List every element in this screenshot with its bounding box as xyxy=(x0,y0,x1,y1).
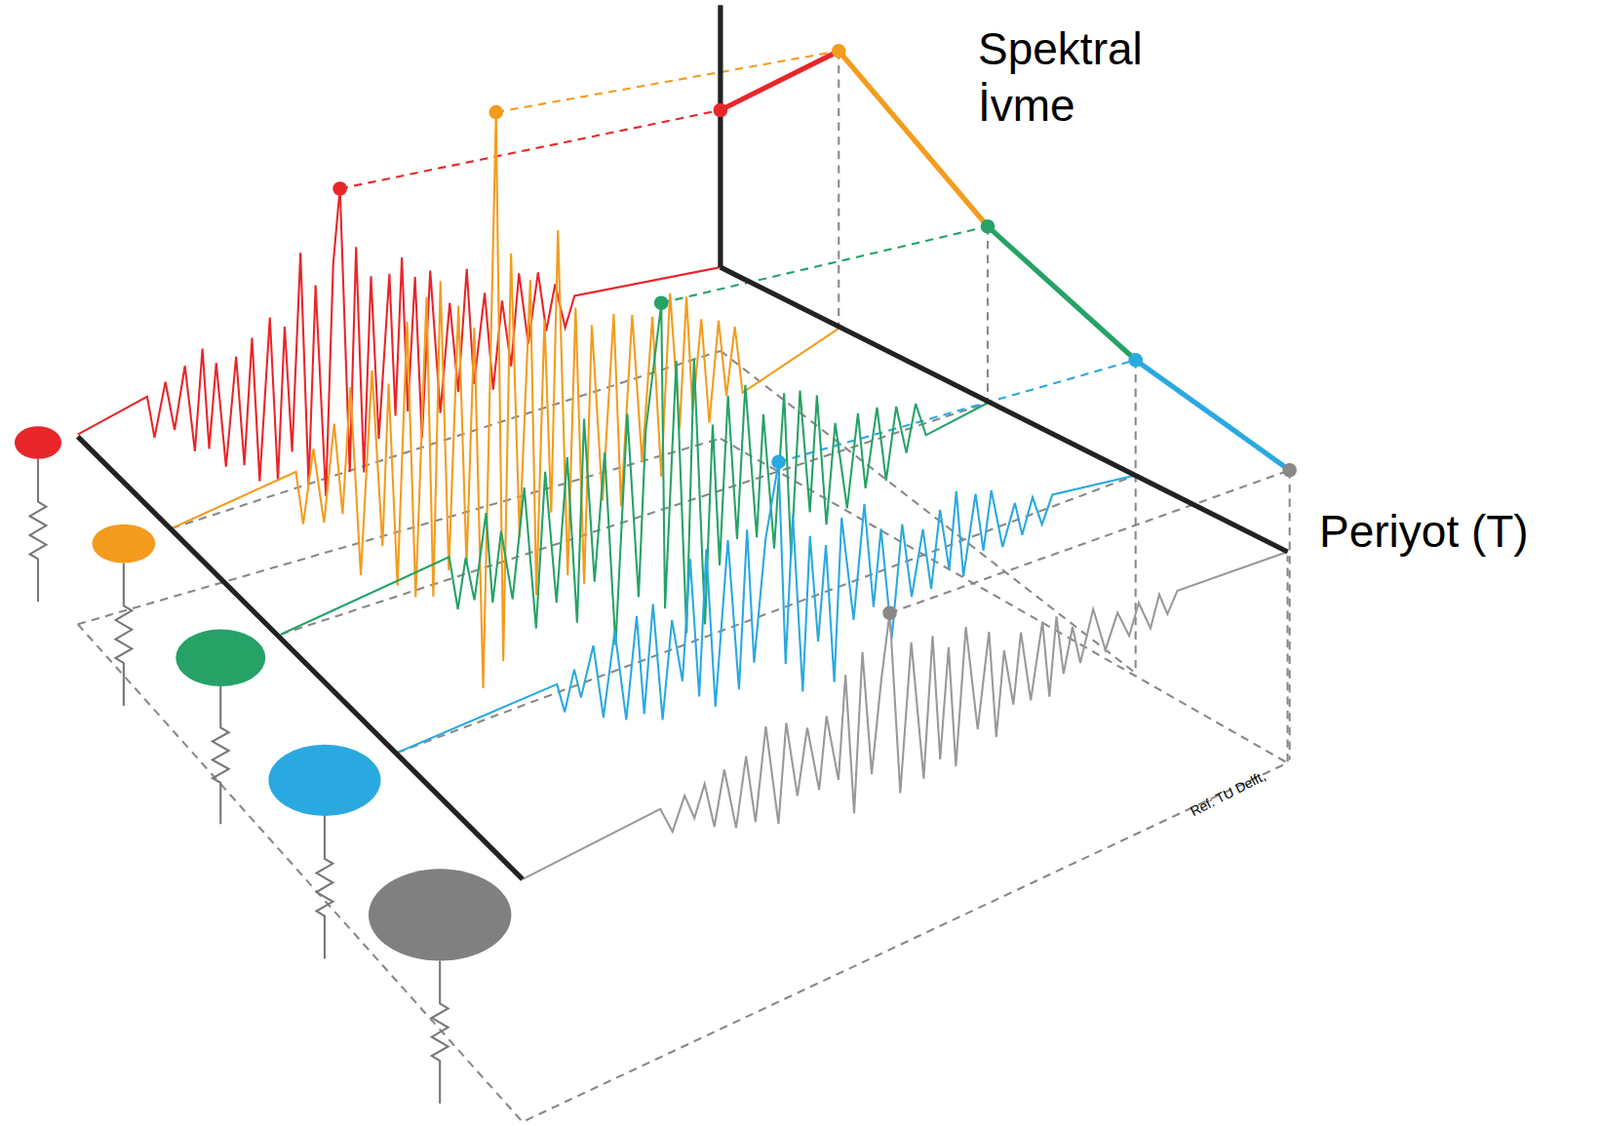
peak-dot xyxy=(882,605,898,621)
acceleration-record xyxy=(396,462,1135,753)
acceleration-records xyxy=(78,113,1288,880)
axis-title: Periyot (T) xyxy=(1319,505,1583,559)
mass xyxy=(14,426,62,459)
mass xyxy=(91,524,156,564)
spring-symbol xyxy=(316,816,334,959)
projection-line xyxy=(1134,359,1137,673)
acceleration-axis xyxy=(717,4,723,268)
spectrum-segment xyxy=(1135,359,1290,470)
peak-dots xyxy=(332,43,1297,621)
springs xyxy=(30,459,449,1104)
axes xyxy=(78,4,1288,880)
acceleration-record xyxy=(171,113,839,689)
acceleration-record xyxy=(280,304,988,646)
reference-note: Ref: TU Delft, xyxy=(1187,768,1269,820)
spectrum-segment xyxy=(987,226,1136,360)
spectrum-dot xyxy=(831,43,847,59)
axis-title: Spektral İvme xyxy=(977,21,1212,134)
spring-symbol xyxy=(116,563,133,706)
peak-projection xyxy=(496,50,840,113)
peak-dot xyxy=(488,105,504,120)
projection-line xyxy=(837,50,840,329)
structure-axis xyxy=(78,436,523,880)
mass xyxy=(268,744,381,817)
spectrum-dot xyxy=(980,219,996,235)
spectrum-dot xyxy=(1282,463,1297,478)
projection-line xyxy=(986,226,989,403)
peak-dot xyxy=(332,181,348,196)
peak-projection xyxy=(340,110,721,190)
peak-projection xyxy=(661,226,988,303)
guide-lines xyxy=(78,50,1290,1123)
acceleration-record xyxy=(522,551,1288,880)
spectrum-segment xyxy=(720,50,839,111)
spring-symbol xyxy=(212,686,230,824)
spring-symbol xyxy=(30,459,47,602)
spectrum-dot xyxy=(713,103,729,118)
mass xyxy=(368,868,511,961)
spectrum-segment xyxy=(838,50,988,227)
ground-outline xyxy=(78,555,1288,1123)
floor-line xyxy=(396,475,1135,754)
peak-dot xyxy=(654,295,669,311)
peak-projection xyxy=(890,469,1290,613)
mass xyxy=(175,629,266,688)
projection-line xyxy=(1288,469,1291,760)
ground-line xyxy=(720,438,1288,764)
spectrum-dot xyxy=(1128,352,1143,368)
peak-projections xyxy=(340,50,1290,613)
peak-dot xyxy=(771,455,786,470)
spring-symbol xyxy=(431,961,449,1104)
oscillator-masses xyxy=(14,426,511,961)
